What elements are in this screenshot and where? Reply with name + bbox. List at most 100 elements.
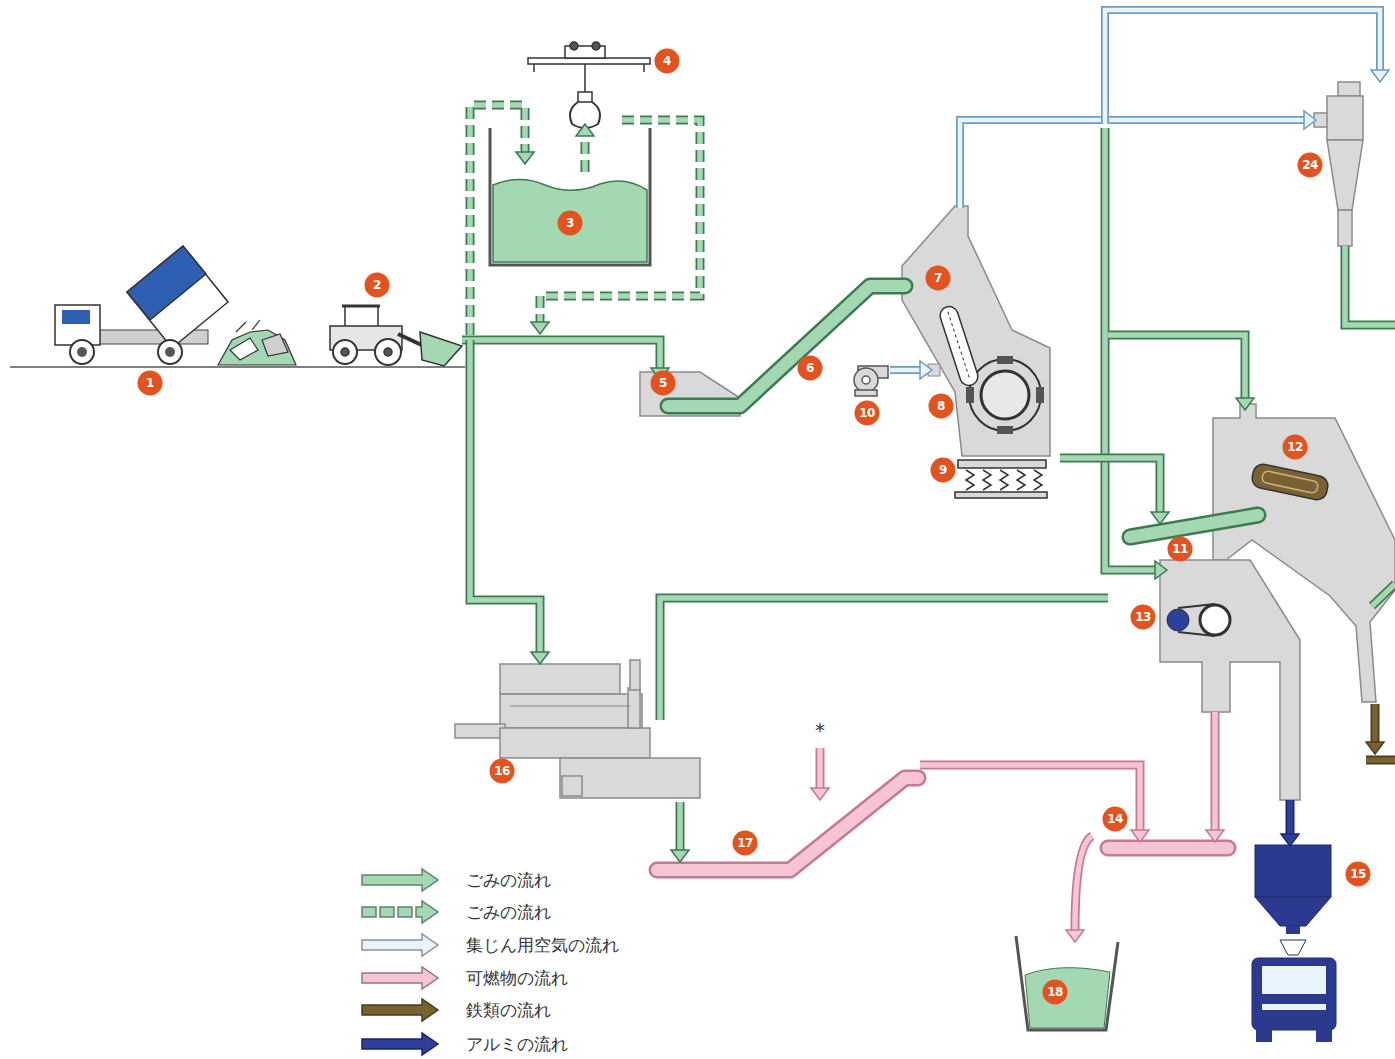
legend-swatch [360,965,440,991]
legend-swatch [360,932,440,958]
legend-swatch [360,997,440,1023]
callout-number: 7 [926,266,951,291]
garbage-pile [218,320,296,365]
flow-outline [1372,584,1395,606]
flow-outline [1075,836,1092,930]
flow-arrowhead [811,788,829,800]
flow-line [1287,800,1293,834]
flow-arrowhead [1206,830,1224,842]
legend-row: ごみの流れ [360,899,551,925]
legend-swatch [360,899,440,925]
callout-number: 24 [1298,153,1323,178]
flow-outline [1371,704,1380,742]
flow-line [540,120,700,322]
flow-arrowhead [1066,930,1084,942]
flow-outline [470,340,540,652]
flow-outline [540,120,700,322]
spring [1034,470,1042,490]
vibrating-screen [955,460,1047,498]
flow-line [1105,128,1155,570]
flow-outline [668,286,905,406]
flow-line [668,286,905,406]
flow-outline [1130,515,1258,537]
legend-text: 可燃物の流れ [466,967,568,990]
callout-number: 8 [929,394,954,419]
aluminium-hopper [1255,845,1331,934]
callout-number: 9 [931,458,956,483]
flow-outline [1286,800,1295,834]
flow-line [1372,584,1395,606]
flow-outline [1105,10,1380,124]
flow-arrowhead [1281,834,1299,846]
flow-outline [816,748,825,788]
callout-number: 15 [1346,862,1371,887]
callout-number: 13 [1131,605,1156,630]
flow-line [1372,704,1378,742]
refuse-pit [490,128,650,265]
spring [966,470,974,490]
flow-arrowhead [1366,742,1384,754]
flow-line [462,340,660,368]
callout-number: 3 [558,211,583,236]
flow-line [1345,246,1395,325]
spring [983,470,991,490]
flow-outline [1108,840,1228,857]
flow-arrowhead [531,322,549,334]
legend-swatch [360,1031,440,1057]
flow-arrowhead [1151,512,1169,524]
blower [854,366,888,396]
flow-line [470,105,525,335]
callout-number: 14 [1103,807,1128,832]
flow-outline [660,598,1108,720]
flow-outline [1366,756,1395,765]
callout-number: 2 [365,273,390,298]
flow-line [657,778,918,870]
flow-outline [960,120,1304,208]
flow-arrowhead [1371,70,1389,82]
flow-outline [1211,712,1220,830]
flow-arrowhead [1304,111,1316,129]
legend-text: 集じん用空気の流れ [466,934,619,957]
flow-outline [1060,458,1160,512]
flow-arrowhead [920,361,932,379]
crusher [902,206,1050,456]
callout-number: 16 [490,759,515,784]
ground-line [10,366,465,368]
flow-line [960,120,1304,208]
flow-arrowhead [1131,830,1149,842]
combustible-bin [1016,936,1118,1030]
legend-text: アルミの流れ [466,1033,568,1056]
legend-row: ごみの流れ [360,867,551,893]
overhead-crane [528,42,650,128]
callout-number: 4 [655,49,680,74]
legend-row: 可燃物の流れ [360,965,568,991]
flow-outline [1345,246,1395,325]
flow-outline [581,136,590,172]
spring [1017,470,1025,490]
flow-line [1108,842,1228,854]
spring [1000,470,1008,490]
note-mark: * [815,718,825,742]
legend-text: ごみの流れ [466,901,551,924]
flow-arrowhead [576,124,594,136]
flow-line [582,136,588,172]
flow-line [1212,712,1218,830]
flow-line [1105,10,1380,124]
flow-outline [657,778,918,870]
flow-outline [462,340,660,368]
flow-line [1366,757,1395,763]
flow-arrowhead [671,850,689,862]
callout-number: 1 [138,371,163,396]
dump-truck [55,246,228,364]
flow-outline [470,105,525,335]
callout-number: 12 [1283,435,1308,460]
flow-line [470,340,540,652]
flow-outline [1108,335,1245,398]
callout-number: 11 [1168,537,1193,562]
flow-line [1108,335,1245,398]
wheel-loader [330,306,462,366]
legend-row: 鉄類の流れ [360,997,551,1023]
flow-outline [1105,128,1155,570]
legend-text: 鉄類の流れ [466,999,551,1022]
legend-text: ごみの流れ [466,869,551,892]
